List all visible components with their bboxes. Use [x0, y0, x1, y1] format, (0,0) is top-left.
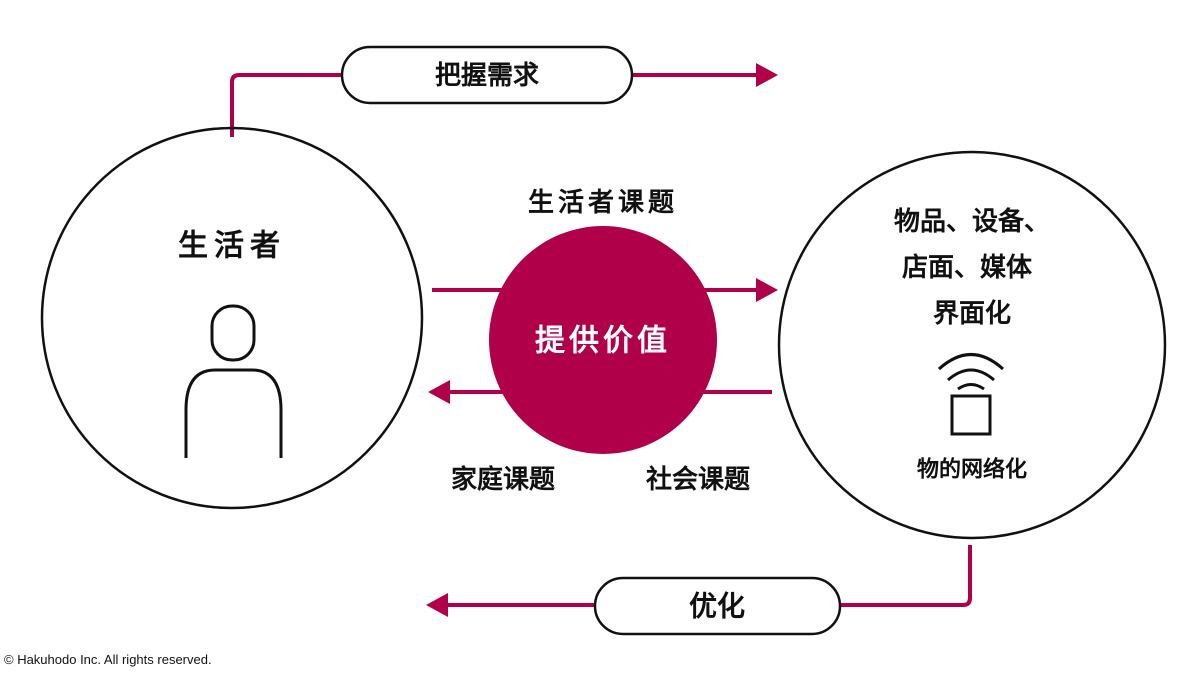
value-circle [489, 226, 717, 454]
bottom-pill-label: 优化 [689, 590, 745, 623]
interface-line-3: 界面化 [933, 299, 1011, 329]
right-arrowhead [756, 278, 778, 302]
consumer-title: 生活者 [178, 229, 286, 264]
interface-line-2: 店面、媒体 [902, 253, 1033, 283]
iot-caption: 物的网络化 [917, 457, 1027, 483]
things-circle [777, 150, 1167, 540]
wireless-device-icon [937, 353, 1005, 436]
left-arrowhead [428, 380, 450, 404]
top-pill [340, 45, 634, 105]
top-pill-label: 把握需求 [435, 61, 539, 91]
interface-line-1: 物品、设备、 [894, 207, 1050, 237]
top-flow-line [230, 73, 760, 137]
top-arrowhead [756, 63, 778, 87]
family-issue-label: 家庭课题 [451, 464, 555, 495]
bottom-arrowhead [426, 593, 448, 617]
bottom-flow-line [445, 545, 972, 607]
person-icon [184, 304, 283, 458]
bottom-pill [593, 576, 842, 636]
social-issue-label: 社会课题 [646, 464, 750, 495]
consumer-issue-label: 生活者课题 [528, 188, 678, 218]
consumer-circle [40, 126, 424, 510]
value-label: 提供价值 [535, 324, 671, 359]
copyright: © Hakuhodo Inc. All rights reserved. [4, 652, 212, 667]
